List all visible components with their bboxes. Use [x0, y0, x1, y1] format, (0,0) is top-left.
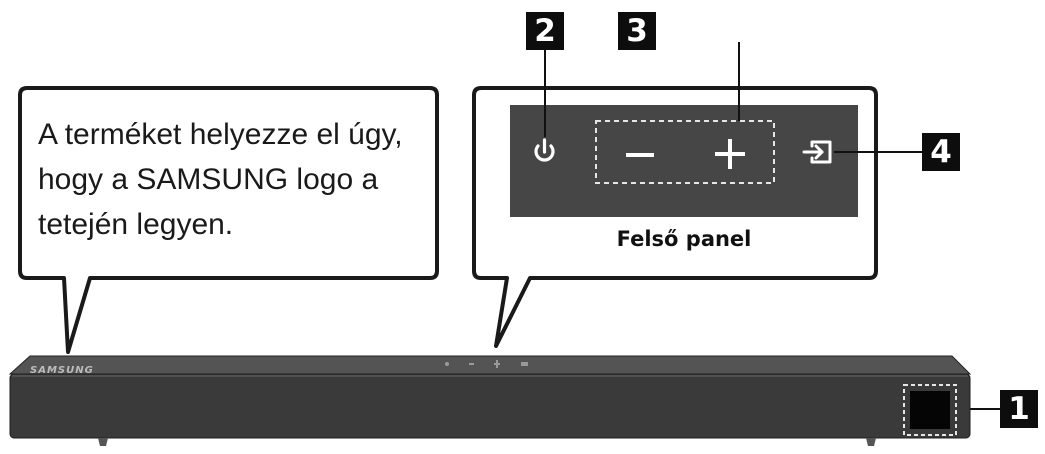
power-icon — [534, 138, 555, 162]
volume-button-group-outline — [595, 120, 775, 184]
left-callout-bubble — [18, 86, 439, 354]
left-callout-text: A terméket helyezze el úgy, hogy a SAMSU… — [38, 112, 428, 247]
soundbar-front-face — [9, 373, 971, 439]
badge-3: 3 — [618, 12, 656, 50]
badge-1: 1 — [1000, 390, 1038, 428]
left-callout-line-3: tetején legyen. — [38, 208, 234, 241]
soundbar-foot-right — [866, 438, 876, 446]
badge-4: 4 — [922, 133, 960, 171]
top-panel — [510, 105, 858, 217]
left-callout-line-2: hogy a SAMSUNG logo a — [38, 163, 379, 196]
soundbar-foot-left — [98, 438, 108, 446]
soundbar-logo: SAMSUNG — [30, 365, 94, 376]
soundbar-top-face — [8, 355, 972, 375]
top-panel-caption: Felső panel — [616, 227, 752, 251]
input-source-icon — [802, 140, 832, 164]
soundbar — [8, 355, 972, 446]
badge-2: 2 — [526, 12, 564, 50]
display-area-outline — [903, 384, 957, 436]
left-callout-line-1: A terméket helyezze el úgy, — [38, 118, 403, 151]
plus-icon — [715, 139, 745, 169]
soundbar-top-buttons — [445, 360, 528, 368]
display-area — [910, 391, 950, 429]
